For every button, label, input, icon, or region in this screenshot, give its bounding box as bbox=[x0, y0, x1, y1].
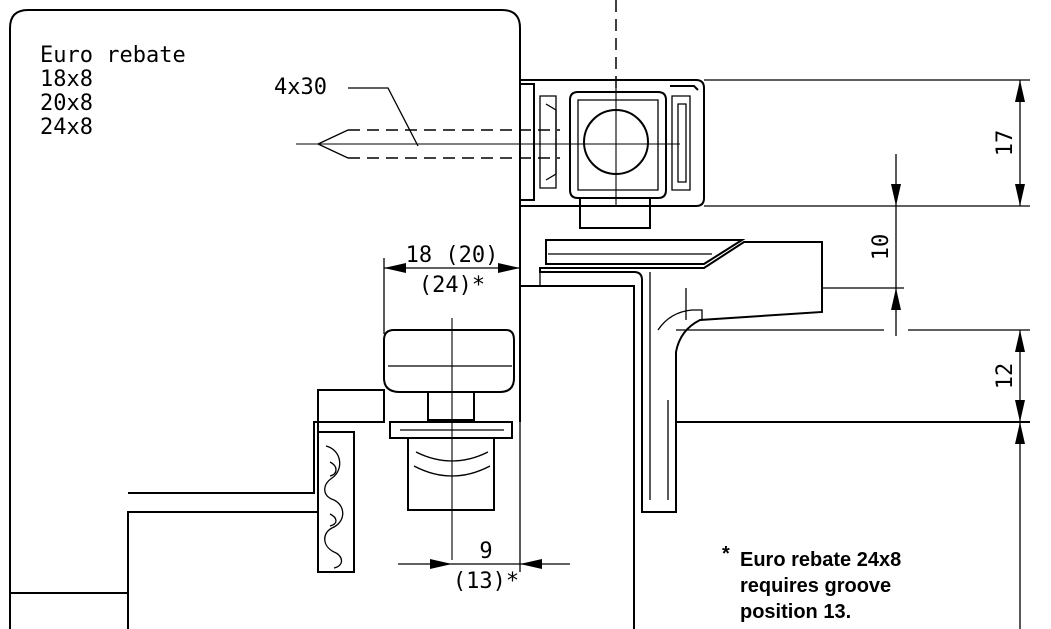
center-lines bbox=[451, 0, 617, 560]
dim-label-12: 12 bbox=[993, 363, 1018, 390]
dim-vertical bbox=[676, 79, 1030, 629]
hinge-bracket bbox=[539, 239, 823, 513]
dim-label-10: 10 bbox=[869, 234, 894, 261]
frame-profile bbox=[9, 9, 521, 629]
rebate-size-3: 24x8 bbox=[40, 115, 93, 140]
dim-label-24: (24)* bbox=[419, 273, 485, 298]
note-line-3: position 13. bbox=[740, 601, 851, 623]
screw-leader bbox=[348, 87, 419, 147]
note-asterisk: * bbox=[722, 543, 730, 565]
rebate-size-1: 18x8 bbox=[40, 67, 93, 92]
dim-label-13: (13)* bbox=[453, 569, 519, 594]
seal-gasket bbox=[317, 431, 355, 573]
note-line-1: Euro rebate 24x8 bbox=[740, 549, 901, 571]
note-line-2: requires groove bbox=[740, 575, 891, 597]
hinge-block-lower bbox=[383, 329, 515, 511]
screw-4x30 bbox=[296, 129, 680, 159]
rebate-size-2: 20x8 bbox=[40, 91, 93, 116]
screw-label: 4x30 bbox=[274, 75, 327, 100]
hinge-leaf-top bbox=[520, 79, 705, 229]
dim-label-18-20: 18 (20) bbox=[406, 243, 499, 268]
rebate-title: Euro rebate bbox=[40, 43, 186, 68]
dim-groove-position bbox=[398, 422, 570, 572]
dim-label-9: 9 bbox=[479, 539, 492, 564]
dim-rebate-width bbox=[383, 258, 521, 334]
door-profile bbox=[520, 272, 1030, 629]
dim-label-17: 17 bbox=[993, 130, 1018, 157]
